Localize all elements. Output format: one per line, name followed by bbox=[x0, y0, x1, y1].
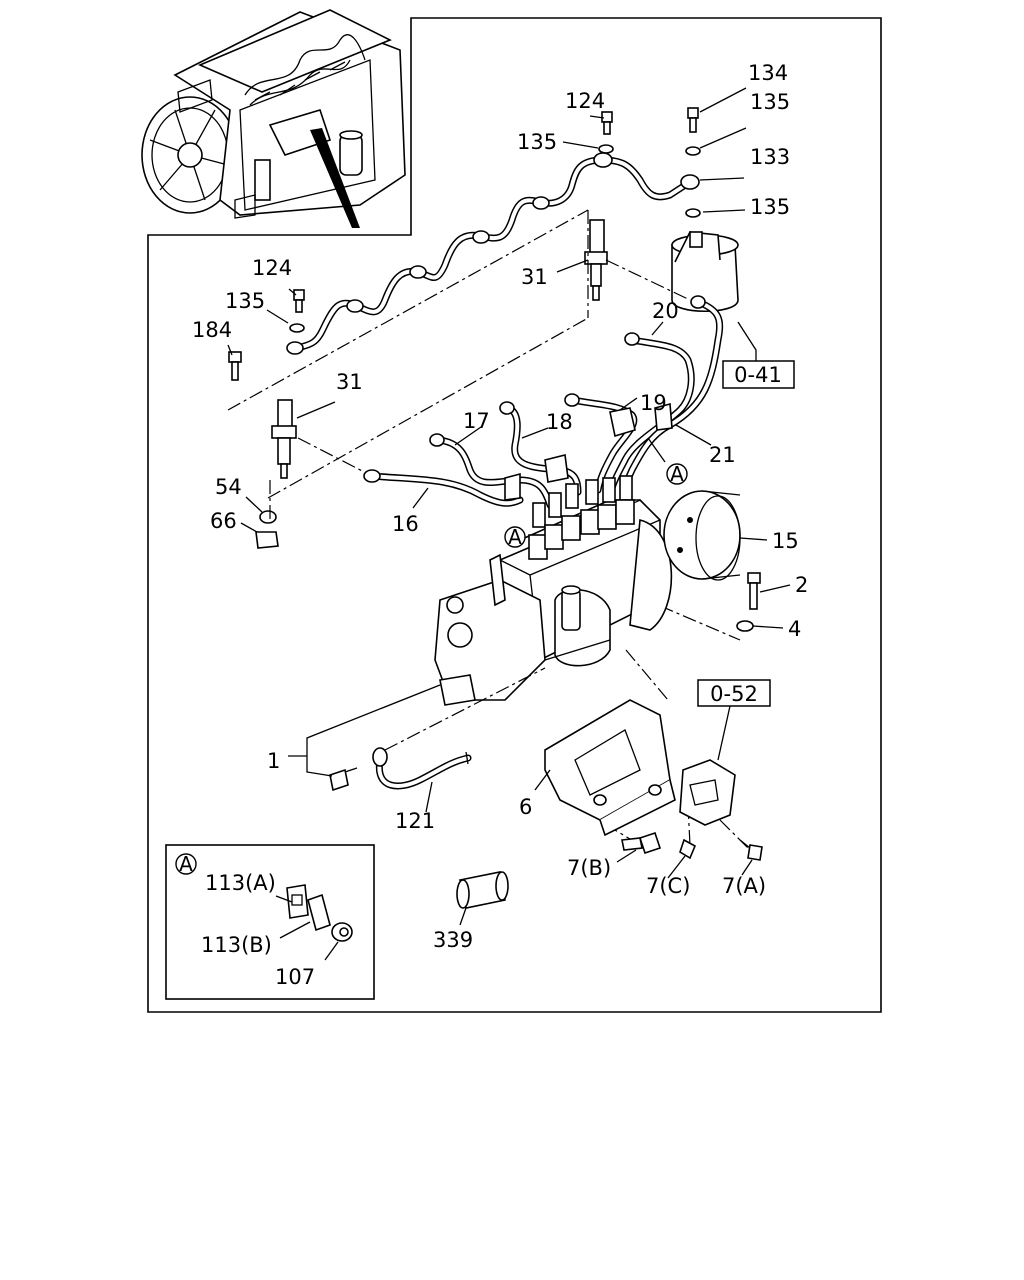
sleeve-339 bbox=[456, 871, 509, 909]
diagram-frame bbox=[147, 17, 882, 1013]
top-fasteners bbox=[228, 107, 701, 381]
label-184: 184 bbox=[192, 318, 232, 342]
part-labels: 134 124 135 135 133 135 124 31 135 184 2… bbox=[192, 61, 808, 989]
ref-box-0-52: 0-52 bbox=[697, 679, 771, 707]
label-66: 66 bbox=[210, 509, 237, 533]
label-16: 16 bbox=[392, 512, 419, 536]
marker-a-left: A bbox=[504, 525, 526, 549]
label-6: 6 bbox=[519, 795, 532, 819]
marker-a-right: A bbox=[666, 462, 688, 486]
label-20: 20 bbox=[652, 299, 679, 323]
bolt-2-shank bbox=[749, 582, 758, 610]
washer-4 bbox=[736, 620, 754, 632]
pipe-121 bbox=[372, 667, 546, 790]
label-7a: 7(A) bbox=[722, 874, 766, 898]
bolts-7 bbox=[621, 831, 763, 861]
label-4: 4 bbox=[788, 617, 801, 641]
label-2: 2 bbox=[795, 573, 808, 597]
label-121: 121 bbox=[395, 809, 435, 833]
label-18: 18 bbox=[546, 410, 573, 434]
label-7c: 7(C) bbox=[646, 874, 690, 898]
injector-lower bbox=[271, 399, 297, 479]
svg-text:A: A bbox=[179, 852, 193, 876]
fuel-filter bbox=[671, 231, 739, 313]
label-21: 21 bbox=[709, 443, 736, 467]
injection-pump bbox=[434, 475, 673, 706]
label-135-right-2: 135 bbox=[750, 195, 790, 219]
label-124-left: 124 bbox=[252, 256, 292, 280]
svg-text:A: A bbox=[508, 525, 522, 549]
injector-upper bbox=[584, 219, 608, 301]
support-block bbox=[679, 759, 736, 826]
fuel-lines bbox=[363, 295, 724, 509]
label-17: 17 bbox=[463, 409, 490, 433]
detail-a-parts bbox=[286, 884, 353, 942]
marker-a-detail: A bbox=[175, 852, 197, 876]
label-31-upper: 31 bbox=[521, 265, 548, 289]
leader-lines bbox=[227, 87, 791, 961]
bolt-2-head bbox=[747, 572, 761, 584]
svg-text:0-52: 0-52 bbox=[710, 682, 758, 706]
label-135-left: 135 bbox=[225, 289, 265, 313]
label-133: 133 bbox=[750, 145, 790, 169]
label-124-top: 124 bbox=[565, 89, 605, 113]
seal-66 bbox=[255, 531, 279, 549]
engine-thumbnail bbox=[141, 9, 406, 228]
label-113b: 113(B) bbox=[201, 933, 272, 957]
svg-text:A: A bbox=[670, 462, 684, 486]
label-31-lower: 31 bbox=[336, 370, 363, 394]
ref-box-0-41: 0-41 bbox=[722, 360, 795, 389]
label-15: 15 bbox=[772, 529, 799, 553]
label-107: 107 bbox=[275, 965, 315, 989]
bolt-1 bbox=[329, 767, 358, 792]
washer-54 bbox=[259, 510, 277, 524]
label-113a: 113(A) bbox=[205, 871, 276, 895]
label-135-top: 135 bbox=[517, 130, 557, 154]
mounting-bracket bbox=[544, 699, 676, 837]
label-54: 54 bbox=[215, 475, 242, 499]
detail-box-a bbox=[165, 844, 375, 1000]
label-1: 1 bbox=[267, 749, 280, 773]
drive-gear bbox=[663, 490, 741, 581]
injection-pipes-top bbox=[286, 152, 700, 355]
svg-text:0-41: 0-41 bbox=[734, 363, 782, 387]
label-134: 134 bbox=[748, 61, 788, 85]
label-7b: 7(B) bbox=[567, 856, 611, 880]
label-19: 19 bbox=[640, 391, 667, 415]
label-135-right-1: 135 bbox=[750, 90, 790, 114]
label-339: 339 bbox=[433, 928, 473, 952]
